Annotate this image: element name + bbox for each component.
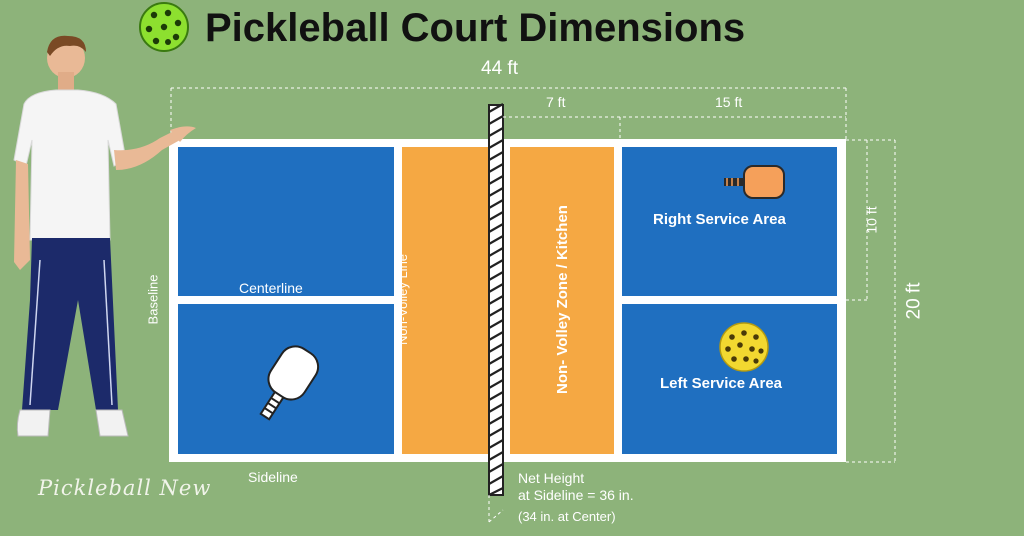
pickleball-ball-icon bbox=[139, 2, 189, 52]
net bbox=[488, 103, 504, 496]
net-height-line3: (34 in. at Center) bbox=[518, 509, 616, 524]
left-service-area-label: Left Service Area bbox=[660, 375, 783, 392]
sideline-label: Sideline bbox=[248, 469, 298, 485]
baseline-label: Baseline bbox=[145, 274, 161, 325]
right-kitchen bbox=[510, 147, 614, 454]
non-volley-line-label: Non-Volley Line bbox=[395, 253, 411, 346]
page-title: Pickleball Court Dimensions bbox=[205, 6, 746, 50]
service-width-label: 10 ft bbox=[863, 206, 880, 234]
net-height-line1: Net Height bbox=[518, 470, 585, 486]
centerline-label: Centerline bbox=[239, 280, 303, 296]
left-top-service-box bbox=[178, 147, 394, 296]
left-kitchen bbox=[402, 147, 488, 454]
total-width-label: 20 ft bbox=[903, 282, 925, 320]
service-depth-label: 15 ft bbox=[715, 94, 743, 110]
net-height-line2: at Sideline = 36 in. bbox=[518, 487, 634, 503]
right-top-service-box bbox=[622, 147, 837, 296]
paddle-icon bbox=[259, 345, 320, 421]
right-service-area-label: Right Service Area bbox=[653, 211, 786, 228]
pickleball-ball-icon bbox=[719, 322, 769, 372]
person-illustration bbox=[13, 35, 196, 437]
kitchen-label: Non- Volley Zone / Kitchen bbox=[553, 205, 571, 394]
paddle-icon bbox=[724, 165, 785, 199]
kitchen-depth-label: 7 ft bbox=[546, 94, 566, 110]
total-length-label: 44 ft bbox=[481, 58, 518, 79]
brand-watermark: Pickleball New bbox=[38, 476, 212, 500]
